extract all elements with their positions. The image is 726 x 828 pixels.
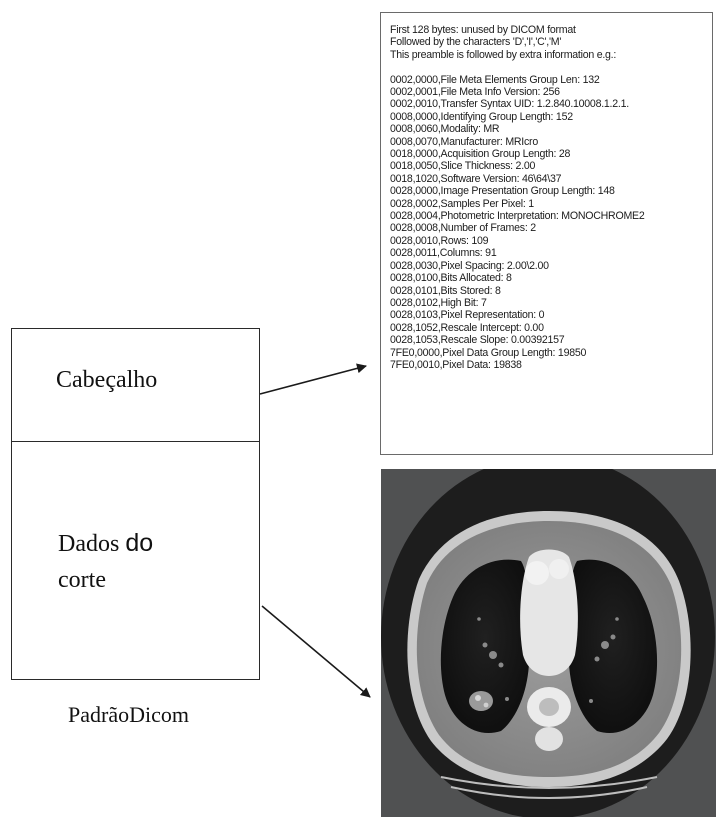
dicom-tag-entry: 0028,0030,Pixel Spacing: 2.00\2.00	[390, 260, 712, 272]
dicom-tag-entry: 0002,0001,File Meta Info Version: 256	[390, 86, 712, 98]
dicom-header-listing: First 128 bytes: unused by DICOM formatF…	[380, 12, 713, 455]
dicom-tag-entry: 0028,0002,Samples Per Pixel: 1	[390, 198, 712, 210]
slice-data-label-word2: do	[125, 529, 153, 557]
slice-data-section-label: Dados do corte	[58, 525, 228, 598]
dicom-tag-entry: 0028,0010,Rows: 109	[390, 235, 712, 247]
dicom-tag-entry: 0028,0004,Photometric Interpretation: MO…	[390, 210, 712, 222]
slice-data-label-word3: corte	[58, 567, 106, 593]
dicom-tag-entry: 0028,0008,Number of Frames: 2	[390, 222, 712, 234]
dicom-tag-entry: 0002,0010,Transfer Syntax UID: 1.2.840.1…	[390, 98, 712, 110]
dicom-tag-entry: 0028,1052,Rescale Intercept: 0.00	[390, 322, 712, 334]
dicom-tag-entry: 0008,0060,Modality: MR	[390, 123, 712, 135]
dicom-tag-entry: 0018,0050,Slice Thickness: 2.00	[390, 160, 712, 172]
section-divider	[12, 441, 259, 442]
ct-slice-image	[381, 469, 716, 817]
dicom-tag-entry: 0028,0000,Image Presentation Group Lengt…	[390, 185, 712, 197]
dicom-standard-caption: PadrãoDicom	[68, 702, 189, 728]
dicom-file-box: Cabeçalho Dados do corte	[11, 328, 260, 680]
dicom-tag-entry: 0002,0000,File Meta Elements Group Len: …	[390, 74, 712, 86]
dicom-tag-entry: 0008,0070,Manufacturer: MRIcro	[390, 136, 712, 148]
dicom-tag-entry: 0018,1020,Software Version: 46\64\37	[390, 173, 712, 185]
dicom-spacer	[390, 61, 712, 73]
chest-ct-scan	[381, 469, 716, 817]
dicom-tag-entry: 0028,0011,Columns: 91	[390, 247, 712, 259]
dicom-tag-entry: 0028,1053,Rescale Slope: 0.00392157	[390, 334, 712, 346]
dicom-intro-line: This preamble is followed by extra infor…	[390, 49, 712, 61]
header-section-label: Cabeçalho	[56, 367, 157, 394]
dicom-tag-entry: 0028,0103,Pixel Representation: 0	[390, 309, 712, 321]
dicom-tag-entry: 0028,0100,Bits Allocated: 8	[390, 272, 712, 284]
dicom-tag-entry: 0028,0101,Bits Stored: 8	[390, 285, 712, 297]
slice-data-arrow	[262, 606, 370, 697]
slice-data-label-word1: Dados	[58, 531, 125, 557]
dicom-tag-entry: 7FE0,0000,Pixel Data Group Length: 19850	[390, 347, 712, 359]
dicom-tag-entry: 7FE0,0010,Pixel Data: 19838	[390, 359, 712, 371]
dicom-tag-entry: 0008,0000,Identifying Group Length: 152	[390, 111, 712, 123]
dicom-tag-entry: 0018,0000,Acquisition Group Length: 28	[390, 148, 712, 160]
header-arrow	[260, 366, 366, 394]
dicom-intro-line: First 128 bytes: unused by DICOM format	[390, 24, 712, 36]
dicom-intro-line: Followed by the characters 'D','I','C','…	[390, 36, 712, 48]
lung-lesion	[469, 691, 493, 711]
dicom-tag-entry: 0028,0102,High Bit: 7	[390, 297, 712, 309]
